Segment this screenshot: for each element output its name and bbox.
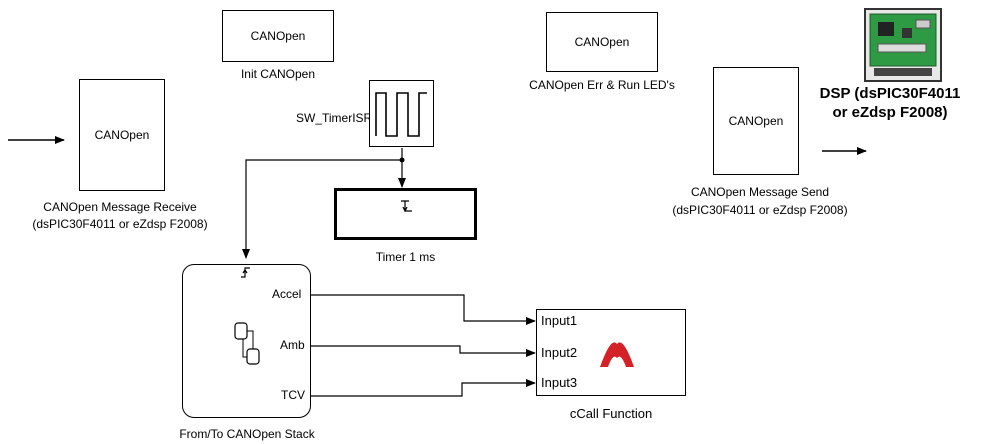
init-canopen-caption: Init CANOpen	[240, 67, 316, 81]
ccall-function-caption: cCall Function	[569, 406, 653, 421]
ccall-input2-label: Input2	[541, 345, 578, 360]
microchip-logo-icon	[600, 342, 634, 367]
timer-1ms-block[interactable]	[334, 188, 477, 240]
accel-wire	[310, 294, 536, 325]
message-send-block[interactable]: CANOpen	[713, 67, 799, 175]
circuit-board-icon	[869, 13, 937, 76]
ccall-input1-label: Input1	[541, 313, 578, 328]
dsp-board-image	[864, 8, 942, 82]
message-receive-caption-line2: (dsPIC30F4011 or eZdsp F2008)	[32, 217, 208, 231]
timer-isr-block[interactable]	[369, 80, 434, 147]
receive-block-label: CANOpen	[94, 127, 150, 142]
isr-to-stack-wire	[242, 159, 402, 259]
port-tcv-label: TCV	[281, 388, 305, 402]
trigger-icon	[401, 200, 412, 213]
dsp-title-line2: or eZdsp F2008)	[832, 104, 948, 121]
ccall-input3-label: Input3	[541, 375, 578, 390]
amb-wire	[310, 345, 536, 357]
err-led-block-label: CANOpen	[574, 34, 630, 49]
timer-isr-label: SW_TimerISR	[296, 111, 373, 125]
trigger-icon	[241, 267, 250, 278]
timer-1ms-caption: Timer 1 ms	[375, 250, 436, 264]
port-accel-label: Accel	[272, 287, 302, 301]
canopen-stack-block[interactable]	[182, 264, 311, 418]
canopen-stack-caption: From/To CANOpen Stack	[179, 427, 315, 441]
message-receive-block[interactable]: CANOpen	[79, 79, 165, 191]
message-receive-caption-line1: CANOpen Message Receive	[43, 200, 197, 214]
init-block-label: CANOpen	[250, 28, 306, 43]
send-block-label: CANOpen	[728, 113, 784, 128]
ccall-function-block[interactable]	[536, 309, 686, 396]
stack-internal-icons	[234, 267, 260, 365]
pulse-generator-icon	[375, 92, 427, 137]
err-led-caption: CANOpen Err & Run LED's	[529, 78, 675, 92]
message-send-caption-line2: (dsPIC30F4011 or eZdsp F2008)	[672, 203, 848, 217]
init-canopen-block[interactable]: CANOpen	[222, 10, 334, 62]
err-led-block[interactable]: CANOpen	[546, 12, 658, 72]
port-amb-label: Amb	[280, 338, 305, 352]
dsp-title-line1: DSP (dsPIC30F4011	[819, 85, 961, 102]
tcv-wire	[310, 379, 536, 397]
message-send-caption-line1: CANOpen Message Send	[690, 185, 830, 199]
stateflow-chart-icon	[234, 322, 260, 365]
